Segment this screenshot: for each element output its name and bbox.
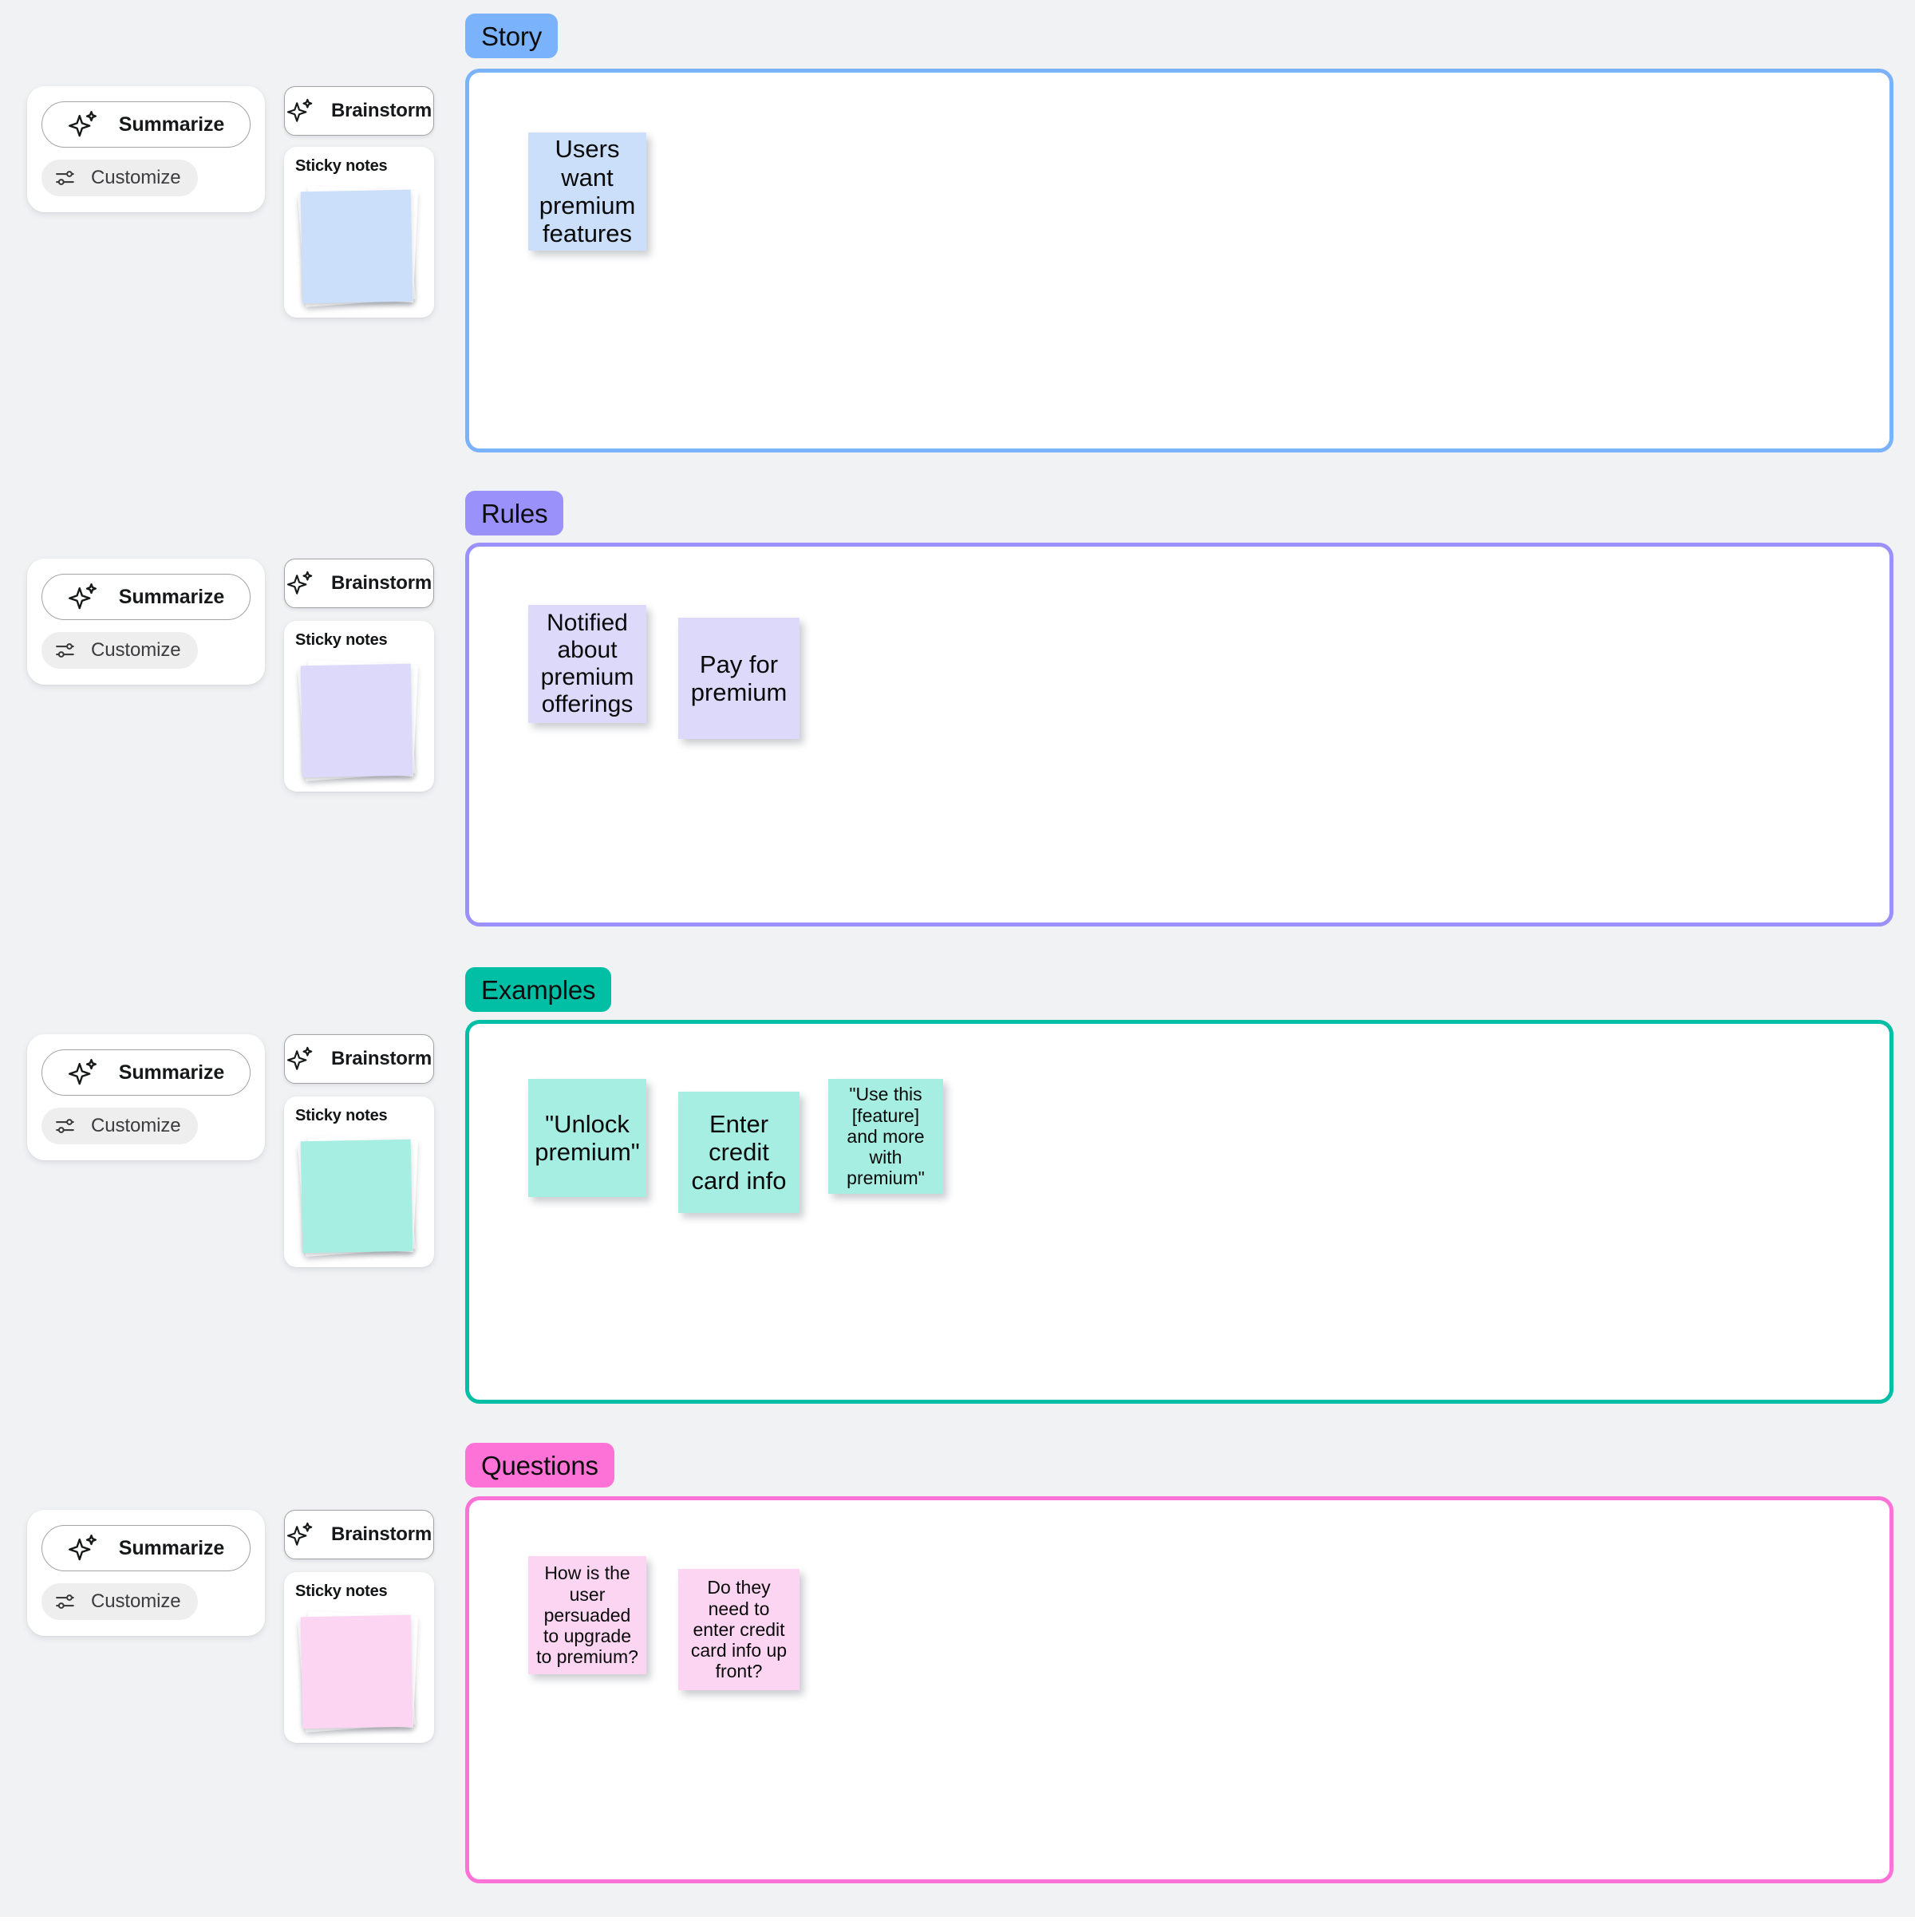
summarize-button[interactable]: Summarize [41,574,251,620]
sticky-note[interactable]: "Unlock premium" [528,1079,646,1197]
summarize-button-label: Summarize [118,113,225,136]
sticky-note[interactable]: Notified about premium offerings [528,605,646,723]
sticky-note[interactable]: Users want premium features [528,132,646,251]
sticky-note-stack[interactable] [295,1609,423,1738]
summarize-button[interactable]: Summarize [41,101,251,148]
sticky-notes-palette-story[interactable]: Sticky notes [284,147,434,318]
stack-sheet-front [300,1614,413,1729]
customize-button-label: Customize [91,1115,181,1136]
sticky-note[interactable]: "Use this [feature] and more with premiu… [828,1079,943,1194]
customize-button-label: Customize [91,639,181,661]
sticky-note[interactable]: Enter credit card info [678,1092,800,1213]
sliders-icon [54,638,78,662]
summarize-button-label: Summarize [118,1536,225,1559]
summarize-button-label: Summarize [118,1061,225,1084]
sticky-note-stack[interactable] [295,184,423,313]
brainstorm-button[interactable]: Brainstorm [284,559,434,608]
sliders-icon [54,166,78,190]
brainstorm-button-label: Brainstorm [330,100,432,121]
sparkle-icon [68,109,98,140]
customize-button[interactable]: Customize [41,1583,199,1620]
sticky-notes-palette-rules[interactable]: Sticky notes [284,621,434,792]
brainstorm-button[interactable]: Brainstorm [284,86,434,136]
section-label-questions: Questions [465,1443,614,1488]
sparkle-icon [286,570,314,597]
stack-sheet-front [300,189,413,304]
sticky-notes-label: Sticky notes [295,631,388,649]
section-label-rules: Rules [465,491,564,535]
sticky-note-stack[interactable] [295,658,423,787]
sticky-notes-palette-examples[interactable]: Sticky notes [284,1096,434,1267]
sparkle-icon [286,97,314,124]
sticky-note[interactable]: Do they need to enter credit card info u… [678,1569,800,1690]
sticky-note-stack[interactable] [295,1133,423,1262]
summarize-button-label: Summarize [118,585,225,608]
customize-button[interactable]: Customize [41,1108,199,1144]
summarize-button[interactable]: Summarize [41,1049,251,1096]
customize-button-label: Customize [91,1590,181,1612]
stack-sheet-front [300,1139,413,1254]
section-label-examples: Examples [465,967,612,1012]
section-label-story: Story [465,14,559,58]
sparkle-icon [68,582,98,612]
sticky-notes-label: Sticky notes [295,1107,388,1124]
sticky-notes-palette-questions[interactable]: Sticky notes [284,1572,434,1743]
customize-button[interactable]: Customize [41,160,199,196]
section-frame-story[interactable] [465,69,1893,452]
sliders-icon [54,1590,78,1614]
sticky-note[interactable]: How is the user persuaded to upgrade to … [528,1556,646,1674]
sliders-icon [54,1114,78,1138]
summarize-button[interactable]: Summarize [41,1525,251,1571]
customize-button-label: Customize [91,167,181,188]
stack-sheet-front [300,663,413,778]
brainstorm-button[interactable]: Brainstorm [284,1510,434,1559]
sparkle-icon [68,1057,98,1088]
sticky-notes-label: Sticky notes [295,157,388,175]
brainstorm-button[interactable]: Brainstorm [284,1034,434,1084]
sparkle-icon [286,1045,314,1073]
brainstorm-button-label: Brainstorm [330,1523,432,1545]
sparkle-icon [286,1521,314,1548]
sticky-notes-label: Sticky notes [295,1582,388,1600]
brainstorm-button-label: Brainstorm [330,572,432,594]
sparkle-icon [68,1533,98,1563]
customize-button[interactable]: Customize [41,632,199,669]
brainstorm-button-label: Brainstorm [330,1048,432,1069]
sticky-note[interactable]: Pay for premium [678,618,800,739]
